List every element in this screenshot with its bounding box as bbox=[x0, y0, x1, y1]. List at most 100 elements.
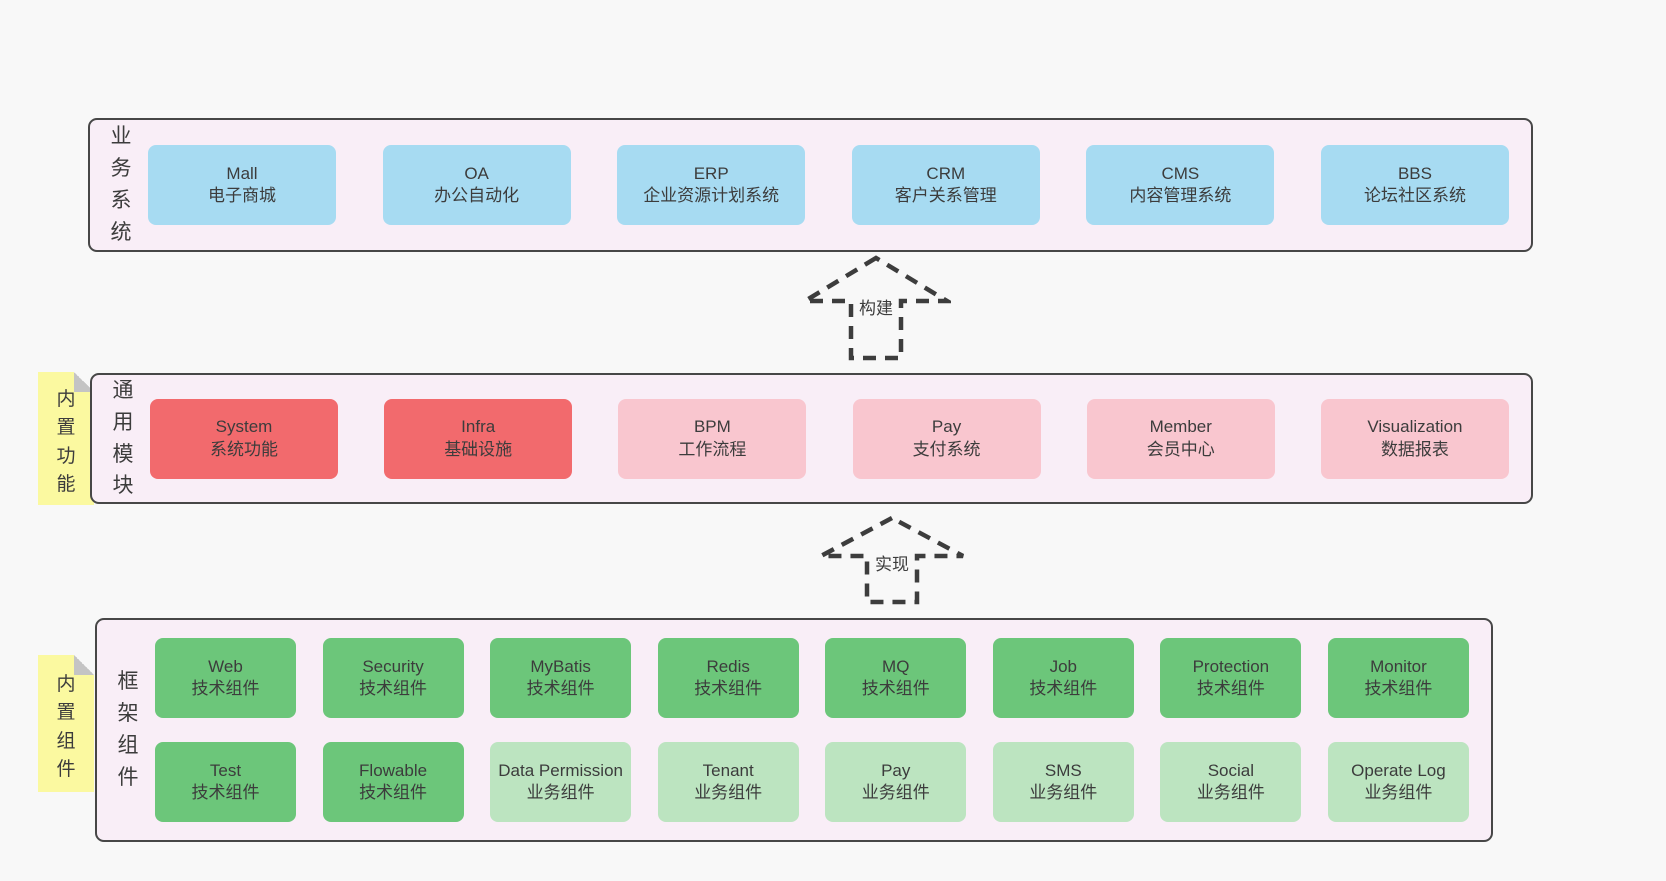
box-social: Social 业务组件 bbox=[1160, 742, 1302, 822]
box-title: Security bbox=[362, 656, 424, 676]
box-pay-component: Pay 业务组件 bbox=[825, 742, 967, 822]
box-subtitle: 技术组件 bbox=[1196, 679, 1265, 698]
up-arrow-icon bbox=[801, 255, 951, 361]
box-erp: ERP 企业资源计划系统 bbox=[617, 145, 806, 225]
box-title: Monitor bbox=[1370, 656, 1427, 676]
folded-corner-icon bbox=[74, 655, 94, 675]
box-title: Flowable bbox=[359, 760, 428, 780]
band-common-modules: 通用模块 System 系统功能 Infra 基础设施 BPM 工作流程 Pay… bbox=[90, 373, 1533, 504]
box-protection: Protection 技术组件 bbox=[1160, 638, 1302, 718]
box-subtitle: 业务组件 bbox=[694, 783, 763, 802]
box-mq: MQ 技术组件 bbox=[825, 638, 967, 718]
box-title: Member bbox=[1149, 417, 1212, 437]
box-redis: Redis 技术组件 bbox=[657, 638, 799, 718]
box-title: Pay bbox=[881, 760, 911, 780]
box-title: CRM bbox=[926, 163, 966, 183]
band-framework-components: 框架组件 Web 技术组件 Security 技术组件 MyBatis 技术组件… bbox=[95, 618, 1493, 842]
box-title: CMS bbox=[1161, 163, 1200, 183]
box-subtitle: 技术组件 bbox=[694, 679, 763, 698]
box-subtitle: 技术组件 bbox=[526, 679, 595, 698]
box-sms: SMS 业务组件 bbox=[992, 742, 1134, 822]
box-title: BPM bbox=[693, 417, 731, 437]
arrow-implement-label: 实现 bbox=[872, 550, 912, 575]
box-subtitle: 电子商城 bbox=[208, 186, 276, 205]
box-title: ERP bbox=[693, 163, 729, 183]
box-subtitle: 技术组件 bbox=[191, 679, 260, 698]
box-title: Web bbox=[208, 656, 243, 676]
box-subtitle: 业务组件 bbox=[1029, 783, 1098, 802]
box-subtitle: 业务组件 bbox=[526, 783, 595, 802]
box-title: Test bbox=[209, 760, 242, 780]
box-bbs: BBS 论坛社区系统 bbox=[1320, 145, 1509, 225]
box-title: MQ bbox=[882, 656, 910, 676]
box-subtitle: 论坛社区系统 bbox=[1363, 186, 1466, 205]
box-operate-log: Operate Log 业务组件 bbox=[1327, 742, 1469, 822]
box-job: Job 技术组件 bbox=[992, 638, 1134, 718]
box-title: Redis bbox=[706, 656, 750, 676]
box-bpm: BPM 工作流程 bbox=[618, 398, 807, 479]
box-system: System 系统功能 bbox=[150, 398, 338, 479]
box-title: Social bbox=[1207, 760, 1255, 780]
box-subtitle: 工作流程 bbox=[678, 439, 747, 459]
box-subtitle: 技术组件 bbox=[861, 679, 930, 698]
band-business-side-label: 业务系统 bbox=[110, 125, 132, 244]
up-arrow-icon bbox=[819, 515, 965, 605]
box-subtitle: 数据报表 bbox=[1380, 439, 1449, 459]
box-crm: CRM 客户关系管理 bbox=[851, 145, 1040, 225]
box-title: OA bbox=[464, 163, 489, 183]
box-web: Web 技术组件 bbox=[155, 638, 296, 718]
sticky-note-built-in-features: 内置功能 bbox=[38, 372, 94, 505]
box-subtitle: 基础设施 bbox=[444, 439, 513, 459]
band-modules-side-label: 通用模块 bbox=[112, 378, 134, 498]
box-subtitle: 支付系统 bbox=[912, 439, 981, 459]
box-subtitle: 技术组件 bbox=[191, 783, 260, 802]
box-title: Operate Log bbox=[1351, 760, 1446, 780]
sticky-note-built-in-components: 内置组件 bbox=[38, 655, 94, 792]
components-row-2: Test 技术组件 Flowable 技术组件 Data Permission … bbox=[155, 742, 1469, 822]
box-monitor: Monitor 技术组件 bbox=[1327, 638, 1469, 718]
band-components-content: Web 技术组件 Security 技术组件 MyBatis 技术组件 Redi… bbox=[155, 638, 1469, 822]
box-subtitle: 客户关系管理 bbox=[894, 186, 997, 205]
box-subtitle: 业务组件 bbox=[1196, 783, 1265, 802]
box-oa: OA 办公自动化 bbox=[382, 145, 571, 225]
band-modules-content: System 系统功能 Infra 基础设施 BPM 工作流程 Pay 支付系统… bbox=[150, 398, 1509, 479]
box-subtitle: 技术组件 bbox=[359, 783, 428, 802]
box-title: Mall bbox=[226, 163, 258, 183]
box-visualization: Visualization 数据报表 bbox=[1320, 398, 1509, 479]
box-title: Data Permission bbox=[498, 760, 623, 780]
box-title: Infra bbox=[461, 417, 496, 437]
box-pay: Pay 支付系统 bbox=[852, 398, 1041, 479]
box-mybatis: MyBatis 技术组件 bbox=[490, 638, 632, 718]
box-title: MyBatis bbox=[530, 656, 591, 676]
box-security: Security 技术组件 bbox=[322, 638, 464, 718]
box-subtitle: 系统功能 bbox=[210, 439, 278, 459]
folded-corner-icon bbox=[74, 372, 94, 392]
band-business-systems: 业务系统 Mall 电子商城 OA 办公自动化 ERP 企业资源计划系统 CRM… bbox=[88, 118, 1533, 252]
arrow-build-label: 构建 bbox=[856, 294, 896, 319]
components-row-1: Web 技术组件 Security 技术组件 MyBatis 技术组件 Redi… bbox=[155, 638, 1469, 718]
band-business-content: Mall 电子商城 OA 办公自动化 ERP 企业资源计划系统 CRM 客户关系… bbox=[148, 145, 1509, 225]
box-data-permission: Data Permission 业务组件 bbox=[490, 742, 632, 822]
box-title: BBS bbox=[1397, 163, 1432, 183]
box-test: Test 技术组件 bbox=[155, 742, 296, 822]
box-subtitle: 企业资源计划系统 bbox=[643, 186, 780, 205]
box-subtitle: 技术组件 bbox=[359, 679, 428, 698]
box-title: Protection bbox=[1192, 656, 1270, 676]
box-subtitle: 办公自动化 bbox=[434, 186, 520, 205]
box-member: Member 会员中心 bbox=[1086, 398, 1275, 479]
arrow-implement: 实现 bbox=[817, 514, 967, 606]
arrow-build: 构建 bbox=[801, 254, 951, 362]
box-title: SMS bbox=[1044, 760, 1082, 780]
box-subtitle: 会员中心 bbox=[1146, 439, 1215, 459]
box-mall: Mall 电子商城 bbox=[148, 145, 336, 225]
box-subtitle: 内容管理系统 bbox=[1129, 186, 1232, 205]
box-title: System bbox=[215, 417, 273, 437]
box-subtitle: 技术组件 bbox=[1364, 679, 1433, 698]
box-subtitle: 业务组件 bbox=[1364, 783, 1433, 802]
box-infra: Infra 基础设施 bbox=[384, 398, 573, 479]
box-title: Job bbox=[1049, 656, 1078, 676]
sticky-note-text: 内置组件 bbox=[56, 673, 76, 781]
box-subtitle: 技术组件 bbox=[1029, 679, 1098, 698]
box-tenant: Tenant 业务组件 bbox=[657, 742, 799, 822]
